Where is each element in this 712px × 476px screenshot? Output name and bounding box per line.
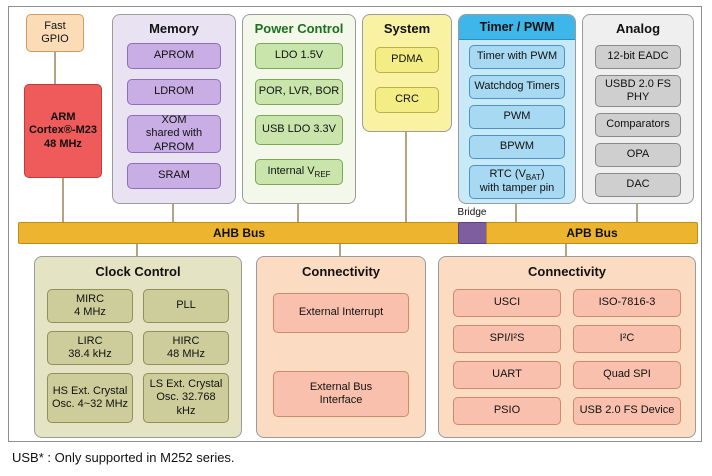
system-title: System (383, 21, 431, 36)
block-external-bus-interface: External Bus Interface (273, 371, 409, 417)
block-sram: SRAM (127, 163, 221, 189)
power-control-group: Power Control LDO 1.5V POR, LVR, BOR USB… (242, 14, 356, 204)
block-external-interrupt: External Interrupt (273, 293, 409, 333)
block-ls-ext-crystal: LS Ext. Crystal Osc. 32.768 kHz (143, 373, 229, 423)
arm-core-label: ARM Cortex®-M23 48 MHz (28, 110, 97, 150)
analog-title: Analog (615, 21, 661, 36)
block-pll: PLL (143, 289, 229, 323)
apb-bus-label: APB Bus (566, 226, 618, 240)
block-usbd-fs-phy: USBD 2.0 FS PHY (595, 75, 681, 107)
block-timer-with-pwm: Timer with PWM (469, 45, 565, 69)
block-internal-vref: Internal VREF (255, 159, 343, 185)
power-control-title: Power Control (254, 21, 344, 36)
block-usb-fs-device: USB 2.0 FS Device (573, 397, 681, 425)
connector-timer-apb (515, 202, 517, 222)
block-mirc: MIRC 4 MHz (47, 289, 133, 323)
memory-title: Memory (149, 21, 199, 36)
block-12bit-eadc: 12-bit EADC (595, 45, 681, 69)
connector-apb-connectivity (565, 242, 567, 256)
arm-core-block: ARM Cortex®-M23 48 MHz (24, 84, 102, 178)
block-iso-7816-3: ISO-7816-3 (573, 289, 681, 317)
clock-control-title: Clock Control (95, 264, 181, 279)
block-hirc: HIRC 48 MHz (143, 331, 229, 365)
block-comparators: Comparators (595, 113, 681, 137)
fast-gpio-block: Fast GPIO (26, 14, 84, 52)
connector-gpio-arm (54, 52, 56, 84)
block-bpwm: BPWM (469, 135, 565, 159)
analog-group: Analog 12-bit EADC USBD 2.0 FS PHY Compa… (582, 14, 694, 204)
connector-analog-apb (636, 202, 638, 222)
connectivity-right-group: Connectivity USCI ISO-7816-3 SPI/I²S I²C… (438, 256, 696, 438)
block-rtc-vbat: RTC (VBAT) with tamper pin (469, 165, 565, 199)
connector-ahb-connectivity (339, 242, 341, 256)
timer-pwm-title: Timer / PWM (459, 15, 575, 40)
connector-arm-ahb (62, 178, 64, 222)
connector-ahb-clock (136, 242, 138, 256)
block-por-lvr-bor: POR, LVR, BOR (255, 79, 343, 105)
block-usci: USCI (453, 289, 561, 317)
block-ldrom: LDROM (127, 79, 221, 105)
block-psio: PSIO (453, 397, 561, 425)
fast-gpio-label: Fast GPIO (41, 19, 69, 45)
ahb-bus-label: AHB Bus (212, 226, 265, 240)
bridge-label: Bridge (457, 207, 487, 218)
connector-system-ahb (405, 130, 407, 222)
ahb-bus: AHB Bus (18, 222, 460, 244)
block-watchdog-timers: Watchdog Timers (469, 75, 565, 99)
connectivity-left-group: Connectivity External Interrupt External… (256, 256, 426, 438)
apb-bus: APB Bus (486, 222, 698, 244)
block-i2c: I²C (573, 325, 681, 353)
clock-control-group: Clock Control MIRC 4 MHz PLL LIRC 38.4 k… (34, 256, 242, 438)
block-usb-ldo: USB LDO 3.3V (255, 115, 343, 145)
block-spi-i2s: SPI/I²S (453, 325, 561, 353)
system-group: System PDMA CRC (362, 14, 452, 132)
block-opa: OPA (595, 143, 681, 167)
bridge-block (458, 222, 488, 244)
block-lirc: LIRC 38.4 kHz (47, 331, 133, 365)
connector-power-ahb (297, 202, 299, 222)
block-pwm: PWM (469, 105, 565, 129)
memory-group: Memory APROM LDROM XOM shared with APROM… (112, 14, 236, 204)
caption-text: USB* : Only supported in M252 series. (12, 450, 235, 465)
block-ldo-1v5: LDO 1.5V (255, 43, 343, 69)
block-uart: UART (453, 361, 561, 389)
block-dac: DAC (595, 173, 681, 197)
block-pdma: PDMA (375, 47, 439, 73)
timer-pwm-group: Timer / PWM Timer with PWM Watchdog Time… (458, 14, 576, 204)
block-quad-spi: Quad SPI (573, 361, 681, 389)
connectivity-right-title: Connectivity (527, 264, 606, 279)
block-aprom: APROM (127, 43, 221, 69)
block-xom: XOM shared with APROM (127, 114, 221, 153)
connector-memory-ahb (172, 202, 174, 222)
connectivity-left-title: Connectivity (301, 264, 380, 279)
block-crc: CRC (375, 87, 439, 113)
block-hs-ext-crystal: HS Ext. Crystal Osc. 4~32 MHz (47, 373, 133, 423)
